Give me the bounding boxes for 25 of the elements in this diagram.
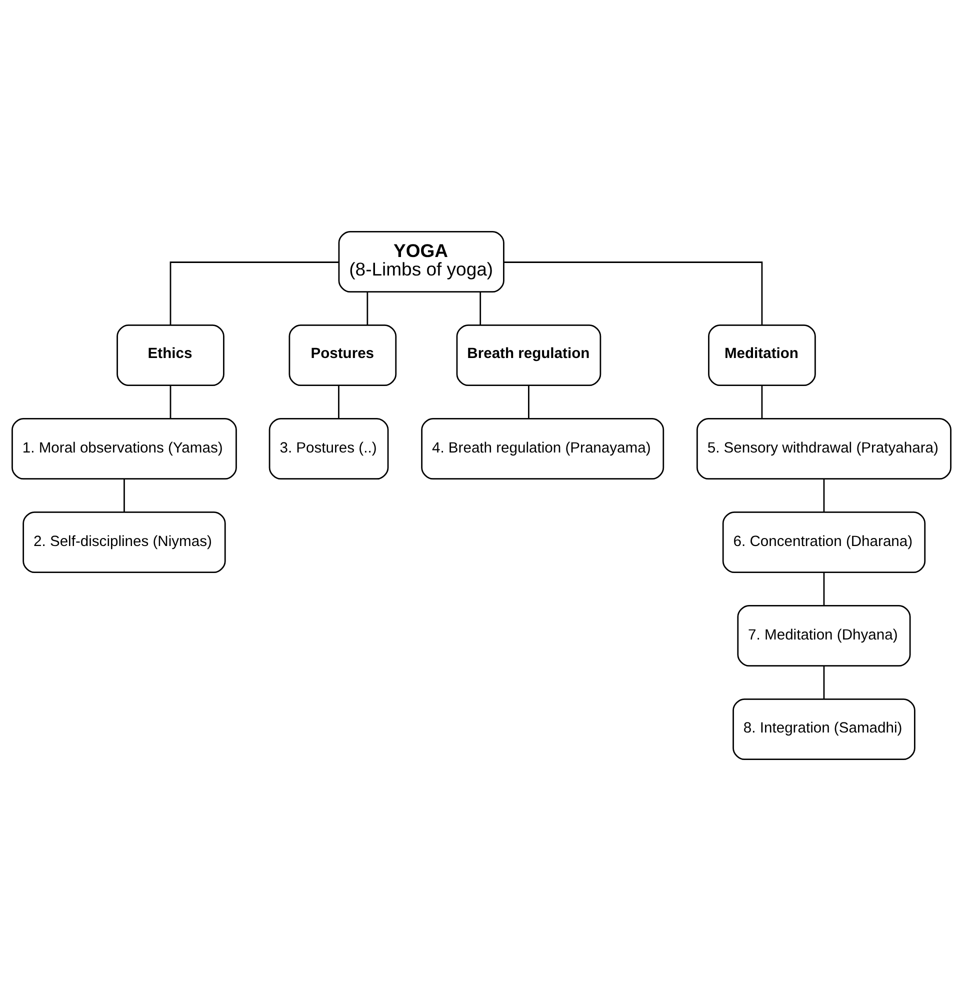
connector [823,665,825,698]
node-box: 8. Integration (Samadhi) [732,698,916,760]
node-box: Postures [288,324,397,386]
node-box: 7. Meditation (Dhyana) [737,604,911,666]
connector [480,291,482,324]
node-box: Breath regulation [456,324,602,386]
connector [170,384,172,418]
connector [124,478,125,512]
connector [366,291,368,324]
node-box: 5. Sensory withdrawal (Pratyahara) [696,417,952,480]
node-box: 6. Concentration (Dharana) [722,510,926,573]
connector [338,384,340,418]
node-box: YOGA (8-Limbs of yoga) [338,230,504,292]
node-box: 2. Self-disciplines (Niymas) [22,510,226,573]
node-box: 3. Postures (..) [268,417,389,480]
connector [504,261,763,325]
connector [170,261,339,325]
node-box: Ethics [116,324,224,386]
node-box: Meditation [708,324,816,386]
connector [528,384,530,418]
node-box: 1. Moral observations (Yamas) [12,417,237,480]
connector [761,384,763,418]
connector [823,478,825,512]
node-box: 4. Breath regulation (Pranayama) [421,417,664,480]
connector [823,572,825,605]
